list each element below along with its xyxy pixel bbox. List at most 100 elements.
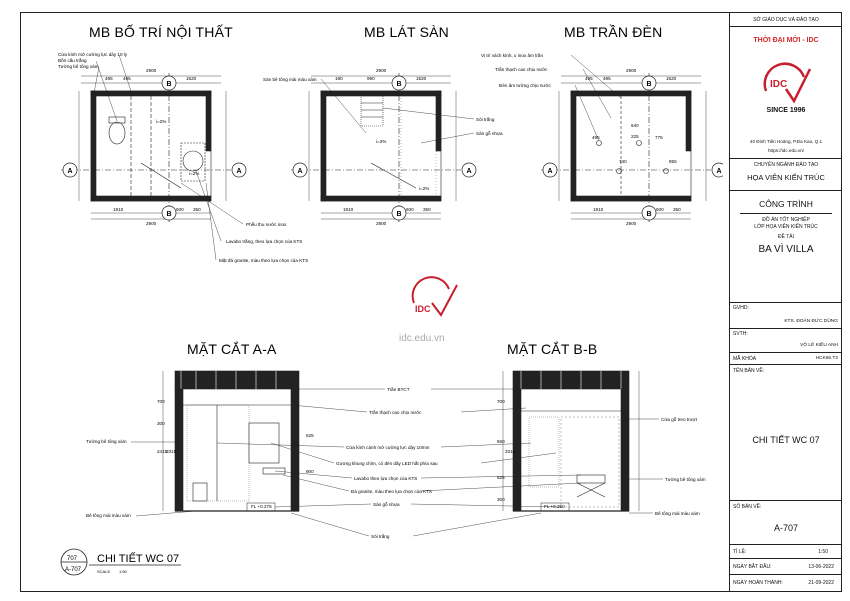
tb-address: 40 Đinh Tiên Hoàng, P.Đa Kao, Q.1	[749, 139, 823, 144]
note-center: Trần BTCT	[387, 387, 410, 392]
note: Mặt đá granite, màu theo lựa chọn của KT…	[219, 257, 308, 263]
drawing-canvas: MB BỐ TRÍ NỘI THẤT MB LÁT SÀN MB TRẦN ĐÈ…	[58, 23, 727, 576]
section-dim: 700	[497, 399, 505, 404]
ceiling-dim: 495	[592, 135, 600, 140]
tb-makhoa-row: MÃ KHÓA HCK66.T2	[730, 353, 842, 365]
tb-end-label: NGÀY HOÀN THÀNH:	[733, 580, 783, 586]
plan-ceiling	[541, 73, 711, 223]
tb-scale: 1:50	[818, 549, 828, 555]
section-aa	[162, 370, 300, 512]
tb-sheet-no: A-707	[773, 523, 799, 533]
dim-bottom: 1910	[343, 207, 354, 212]
tb-sheet-no-label: SỐ BẢN VẼ:	[733, 504, 762, 510]
axis-b-label: B	[166, 81, 171, 88]
note: Cửa kính mở cường lực dày 10 ly	[58, 51, 128, 57]
tb-gvhd-label: GVHD:	[733, 305, 749, 311]
note-center: Đá granite, màu theo lựa chọn của KTS	[351, 488, 432, 494]
plan-floor	[291, 73, 461, 223]
dim-bottom: 350	[423, 207, 431, 212]
tb-svth: VÕ LÊ KIỀU ANH	[800, 343, 838, 348]
ceiling-dim: 225	[631, 134, 639, 139]
tb-drawing-name: CHI TIẾT WC 07	[752, 435, 820, 445]
dim-top: 1520	[666, 76, 677, 81]
tb-svth-label: SVTH:	[733, 331, 748, 337]
slope: i=2%	[376, 139, 386, 144]
plan-furniture	[61, 73, 231, 223]
tb-project-block: CÔNG TRÌNH ĐỒ ÁN TỐT NGHIỆP LỚP HỌA VIÊN…	[730, 191, 842, 303]
section-dim: 550	[497, 439, 505, 444]
axis-a-label: A	[466, 168, 471, 175]
dim-total: 2900	[376, 68, 387, 73]
tb-topic: BA VÌ VILLA	[758, 244, 814, 255]
dim-total: 2900	[146, 221, 157, 226]
section-dim: 2415	[157, 449, 168, 454]
dim-bottom: 350	[193, 207, 201, 212]
note: Tường bê tông xám	[58, 64, 99, 69]
dim-bottom: 600	[656, 207, 664, 212]
drawing-area: MB BỐ TRÍ NỘI THẤT MB LÁT SÀN MB TRẦN ĐÈ…	[21, 13, 727, 591]
title-section-bb: MẶT CẮT B-B	[507, 340, 597, 357]
title-ceiling-plan: MB TRẦN ĐÈN	[564, 24, 662, 40]
note: Sàn gỗ nhựa	[476, 130, 503, 136]
note-right: Bê tông mài màu xám	[655, 511, 700, 516]
tb-website: https://idc.edu.vn/	[767, 148, 804, 153]
tb-start-label: NGÀY BẮT ĐẦU:	[733, 564, 772, 570]
level-label: FL +0.275	[251, 504, 272, 509]
ref-title: CHI TIẾT WC 07	[97, 552, 179, 565]
section-dim: 300	[497, 497, 505, 502]
axis-markers-floor	[292, 75, 477, 221]
axis-markers-ceiling	[542, 75, 727, 221]
note-center: Sàn gỗ nhựa	[373, 501, 400, 507]
axis-a-label: A	[297, 168, 302, 175]
note: Lavabo trắng, theo lựa chọn của KTS	[226, 238, 302, 244]
tb-drawing-name-row: TÊN BẢN VẼ: CHI TIẾT WC 07	[730, 365, 842, 501]
logo-text: IDC	[415, 304, 431, 314]
section-dim: 900	[306, 469, 314, 474]
dim-top: 495	[123, 76, 131, 81]
dim-bottom: 1910	[593, 207, 604, 212]
note: Bồn cầu trắng	[58, 57, 87, 63]
tb-gvhd-row: GVHD: KTS. ĐOÀN ĐỨC DŨNG	[730, 303, 842, 329]
tb-project-sub1: ĐỒ ÁN TỐT NGHIỆP	[762, 217, 810, 223]
tb-gvhd: KTS. ĐOÀN ĐỨC DŨNG	[784, 319, 838, 324]
tb-start-row: NGÀY BẮT ĐẦU: 13-06-2022	[730, 559, 842, 575]
ref-scale: 1:50	[119, 569, 128, 574]
section-bb	[502, 370, 640, 512]
note-left: Bê tông mài màu xám	[86, 513, 131, 518]
note-right: Cửa gỗ treo trượt	[661, 416, 698, 422]
watermark: idc.edu.vn	[399, 333, 445, 344]
axis-b-label: B	[166, 211, 171, 218]
tb-scale-row: TỈ LỆ: 1:50	[730, 545, 842, 559]
section-dim: 3315	[505, 449, 516, 454]
dim-total: 2900	[626, 68, 637, 73]
note: Đèn âm tường chịu nước	[499, 83, 551, 88]
section-dim: 300	[157, 421, 165, 426]
section-dim: 700	[157, 399, 165, 404]
section-dim: 625	[497, 475, 505, 480]
dim-bottom: 1910	[113, 207, 124, 212]
idc-logo-icon: IDC	[750, 47, 822, 107]
title-floor-plan: MB LÁT SÀN	[364, 24, 449, 40]
axis-b-label: B	[646, 211, 651, 218]
dim-top: 495	[105, 76, 113, 81]
note-center: Cửa kính cánh mở cường lực dày 10mm	[346, 444, 430, 450]
ref-scale-label: SCALE	[97, 569, 110, 574]
section-dim: 625	[306, 433, 314, 438]
dim-total: 2900	[146, 68, 157, 73]
tb-makhoa: HCK66.T2	[815, 356, 838, 361]
tb-dept-label: CHUYÊN NGÀNH ĐÀO TẠO	[753, 162, 819, 168]
axis-a-label: A	[236, 168, 241, 175]
tb-project-sub2: LỚP HỌA VIÊN KIẾN TRÚC	[754, 224, 818, 230]
tb-end-row: NGÀY HOÀN THÀNH: 21-09-2022	[730, 575, 842, 591]
axis-b-label: B	[396, 211, 401, 218]
note-right: Tường bê tông xám	[665, 477, 706, 482]
tb-school: THỜI ĐẠI MỚI - IDC	[753, 37, 819, 44]
axis-a-label: A	[67, 168, 72, 175]
tb-since: SINCE 1996	[766, 107, 806, 114]
dim-total: 2900	[376, 221, 387, 226]
ceiling-dim: 740	[619, 159, 627, 164]
tb-scale-label: TỈ LỆ:	[733, 549, 747, 555]
title-furniture-plan: MB BỐ TRÍ NỘI THẤT	[89, 23, 233, 40]
dim-top: 495	[603, 76, 611, 81]
axis-b-label: B	[646, 81, 651, 88]
